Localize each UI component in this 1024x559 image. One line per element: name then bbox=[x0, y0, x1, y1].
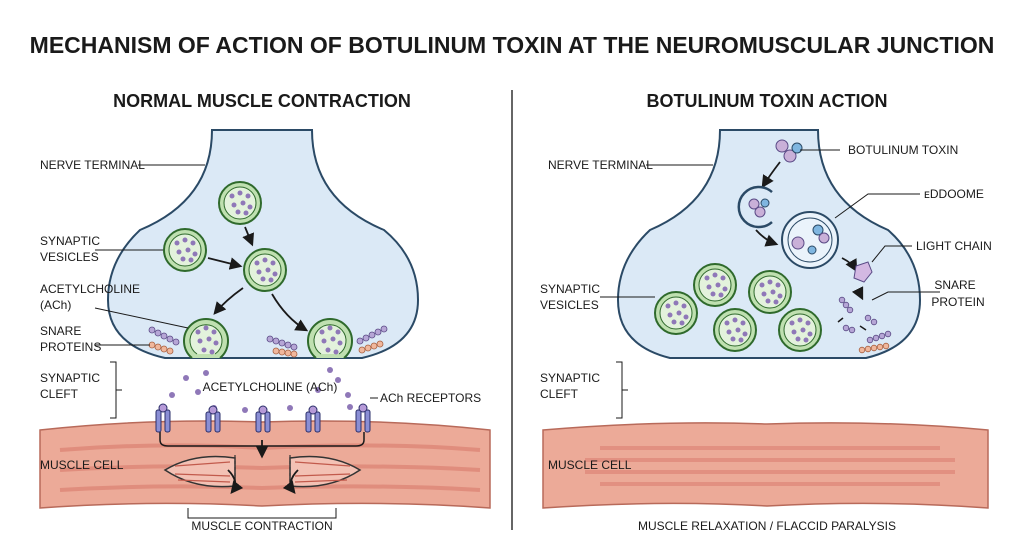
left-panel-title: NORMAL MUSCLE CONTRACTION bbox=[113, 91, 411, 111]
right-vesicle bbox=[693, 263, 737, 307]
right-label-snare: SNARE bbox=[934, 278, 975, 292]
left-label-cleft: SYNAPTIC bbox=[40, 371, 100, 385]
toxin-endocytosis bbox=[737, 185, 773, 229]
left-label-snare-2: PROTEINS bbox=[40, 340, 101, 354]
light-chain-icon bbox=[853, 261, 873, 283]
right-vesicle bbox=[778, 308, 822, 352]
right-caption: MUSCLE RELAXATION / FLACCID PARALYSIS bbox=[638, 519, 896, 533]
ach-receptor-icon bbox=[155, 403, 171, 433]
right-label-cleft-2: CLEFT bbox=[540, 387, 579, 401]
right-label-vesicles-2: VESICLES bbox=[540, 298, 599, 312]
left-fusing-vesicle bbox=[307, 318, 353, 359]
right-vesicle bbox=[713, 308, 757, 352]
ach-receptor-icon bbox=[305, 405, 321, 433]
right-label-cleft: SYNAPTIC bbox=[540, 371, 600, 385]
right-label-light-chain: LIGHT CHAIN bbox=[916, 239, 992, 253]
sarcomere-left bbox=[163, 455, 236, 488]
ach-receptor-icon bbox=[255, 405, 271, 433]
left-label-ach-center: ACETYLCHOLINE (ACh) bbox=[203, 380, 338, 394]
left-caption: MUSCLE CONTRACTION bbox=[191, 519, 332, 533]
left-snare-proteins bbox=[148, 325, 388, 358]
main-title: MECHANISM OF ACTION OF BOTULINUM TOXIN A… bbox=[30, 32, 995, 58]
right-label-botulinum-toxin: BOTULINUM TOXIN bbox=[848, 143, 958, 157]
left-label-acetylcholine: ACETYLCHOLINE bbox=[40, 282, 140, 296]
ach-receptor-icon bbox=[355, 403, 371, 433]
left-vesicle bbox=[218, 181, 262, 225]
left-nerve-terminal bbox=[106, 129, 420, 359]
left-label-muscle-cell: MUSCLE CELL bbox=[40, 458, 124, 472]
right-panel-title: BOTULINUM TOXIN ACTION bbox=[647, 91, 888, 111]
left-label-receptors: ACh RECEPTORS bbox=[380, 391, 481, 405]
left-label-vesicles: SYNAPTIC bbox=[40, 234, 100, 248]
endosome-icon bbox=[781, 211, 839, 269]
left-ach-receptors bbox=[155, 403, 371, 433]
right-muscle-cell bbox=[542, 422, 989, 509]
right-label-nerve-terminal: NERVE TERMINAL bbox=[548, 158, 653, 172]
right-label-vesicles: SYNAPTIC bbox=[540, 282, 600, 296]
sarcomere-right bbox=[289, 455, 362, 488]
left-label-ach: (ACh) bbox=[40, 298, 71, 312]
right-label-endosome: ᴇDDOOME bbox=[924, 187, 984, 201]
left-vesicle bbox=[243, 248, 287, 292]
left-label-nerve-terminal: NERVE TERMINAL bbox=[40, 158, 145, 172]
right-label-snare-2: PROTEIN bbox=[931, 295, 984, 309]
botulinum-toxin-icon bbox=[775, 139, 803, 163]
right-label-muscle-cell: MUSCLE CELL bbox=[548, 458, 632, 472]
left-label-cleft-2: CLEFT bbox=[40, 387, 79, 401]
left-label-snare: SNARE bbox=[40, 324, 81, 338]
right-panel: BOTULINUM TOXIN ACTION bbox=[540, 91, 992, 533]
right-vesicle bbox=[654, 291, 698, 335]
left-label-vesicles-2: VESICLES bbox=[40, 250, 99, 264]
cleaved-snare-proteins bbox=[837, 296, 892, 354]
left-vesicle bbox=[163, 228, 207, 272]
ach-receptor-icon bbox=[205, 405, 221, 433]
right-vesicle bbox=[748, 270, 792, 314]
left-panel: NORMAL MUSCLE CONTRACTION bbox=[39, 91, 491, 533]
left-fusing-vesicle bbox=[183, 318, 229, 359]
left-muscle-cell bbox=[39, 420, 491, 509]
